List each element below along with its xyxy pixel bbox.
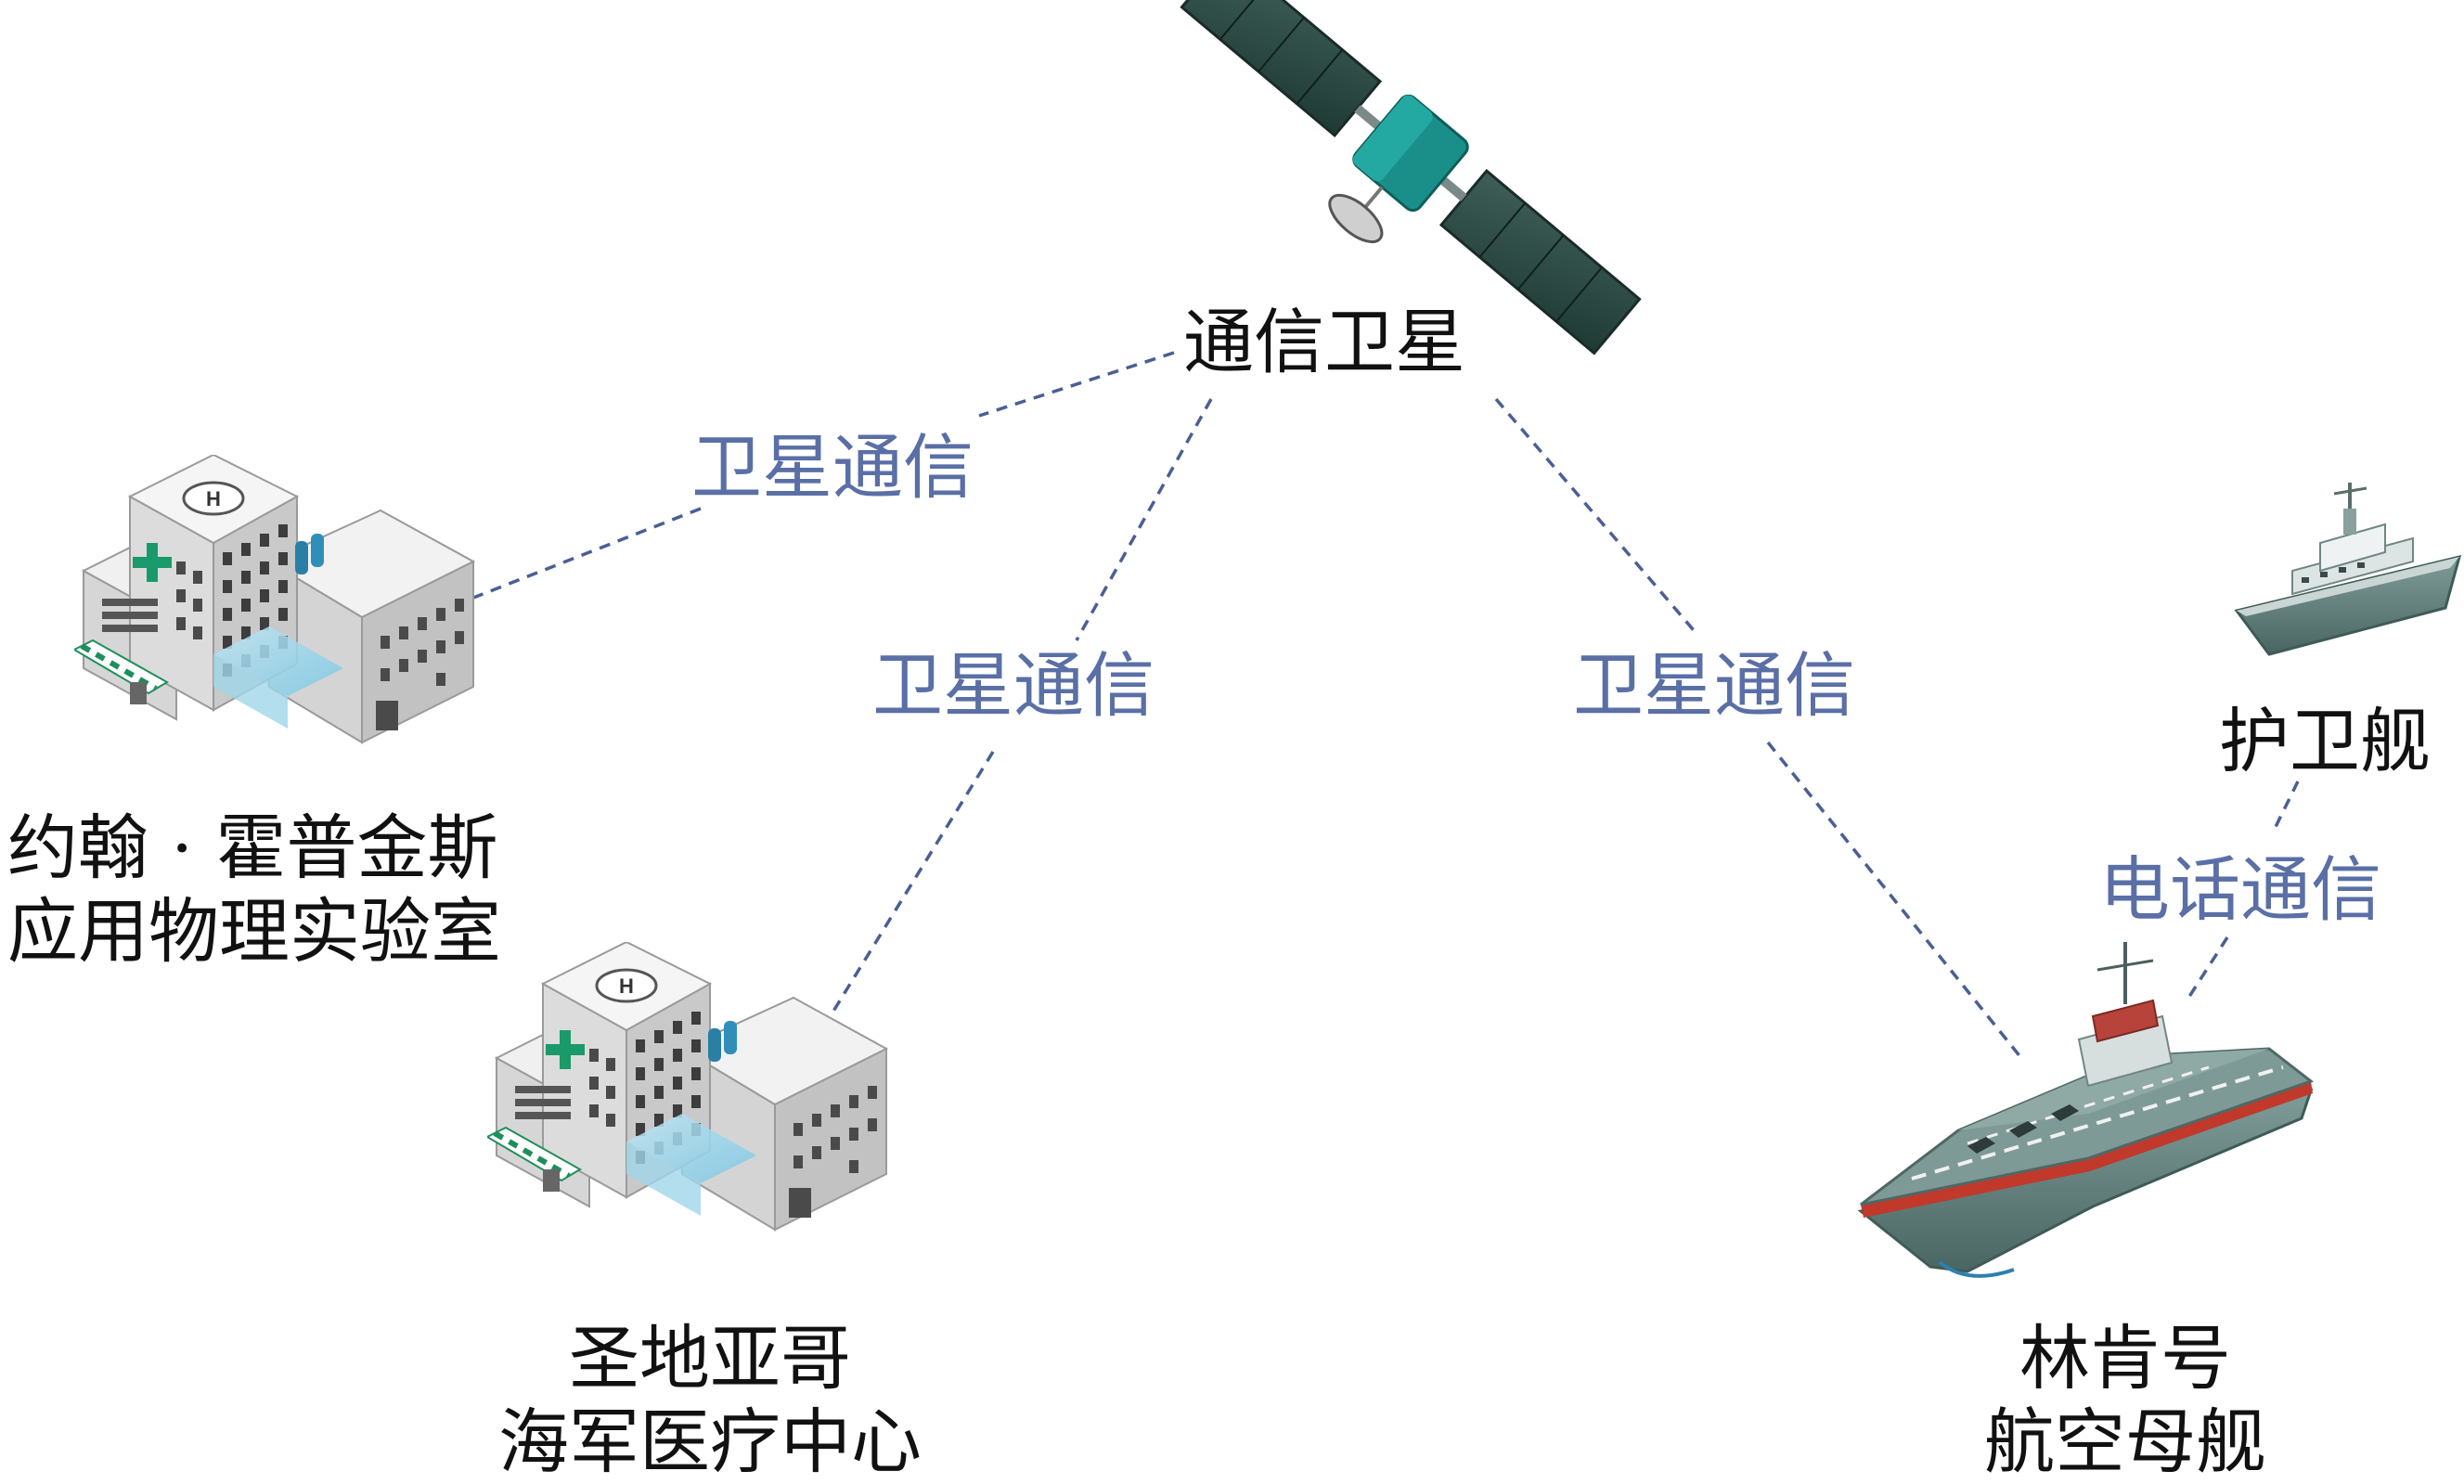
link-line-carrier-frigate-b — [2184, 936, 2229, 1003]
node-label-carrier-line2: 航空母舰 — [1984, 1400, 2266, 1483]
node-label-lab-line1: 约翰 · 霍普金斯 — [7, 807, 497, 889]
link-line-satellite-carrier-b — [1766, 741, 2023, 1060]
node-label-satellite: 通信卫星 — [1183, 301, 1465, 383]
link-line-satellite-medical-a — [1075, 398, 1213, 641]
satellite-icon — [1180, 0, 1642, 355]
hospital-building-icon — [74, 455, 473, 742]
frigate-ship-icon — [2234, 483, 2462, 656]
node-label-carrier-line1: 林肯号 — [2019, 1317, 2231, 1400]
node-label-lab-line2: 应用物理实验室 — [7, 890, 501, 973]
link-line-satellite-lab-b — [463, 507, 702, 603]
node-label-frigate: 护卫舰 — [2219, 700, 2431, 782]
link-line-satellite-lab-a — [978, 351, 1175, 418]
link-label-carrier-frigate: 电话通信 — [2099, 848, 2381, 931]
link-lines — [463, 351, 2300, 1060]
link-line-satellite-medical-b — [806, 751, 995, 1054]
link-label-satellite-lab: 卫星通信 — [691, 426, 974, 509]
aircraft-carrier-icon — [1857, 942, 2315, 1278]
link-line-carrier-frigate-a — [2272, 781, 2300, 832]
link-line-satellite-carrier-a — [1494, 397, 1700, 638]
node-label-medical-line2: 海军医疗中心 — [498, 1400, 922, 1483]
link-label-satellite-medical: 卫星通信 — [872, 644, 1155, 727]
hospital-building-icon — [487, 942, 886, 1230]
link-label-satellite-carrier: 卫星通信 — [1573, 644, 1855, 727]
node-label-medical-line1: 圣地亚哥 — [569, 1317, 851, 1400]
